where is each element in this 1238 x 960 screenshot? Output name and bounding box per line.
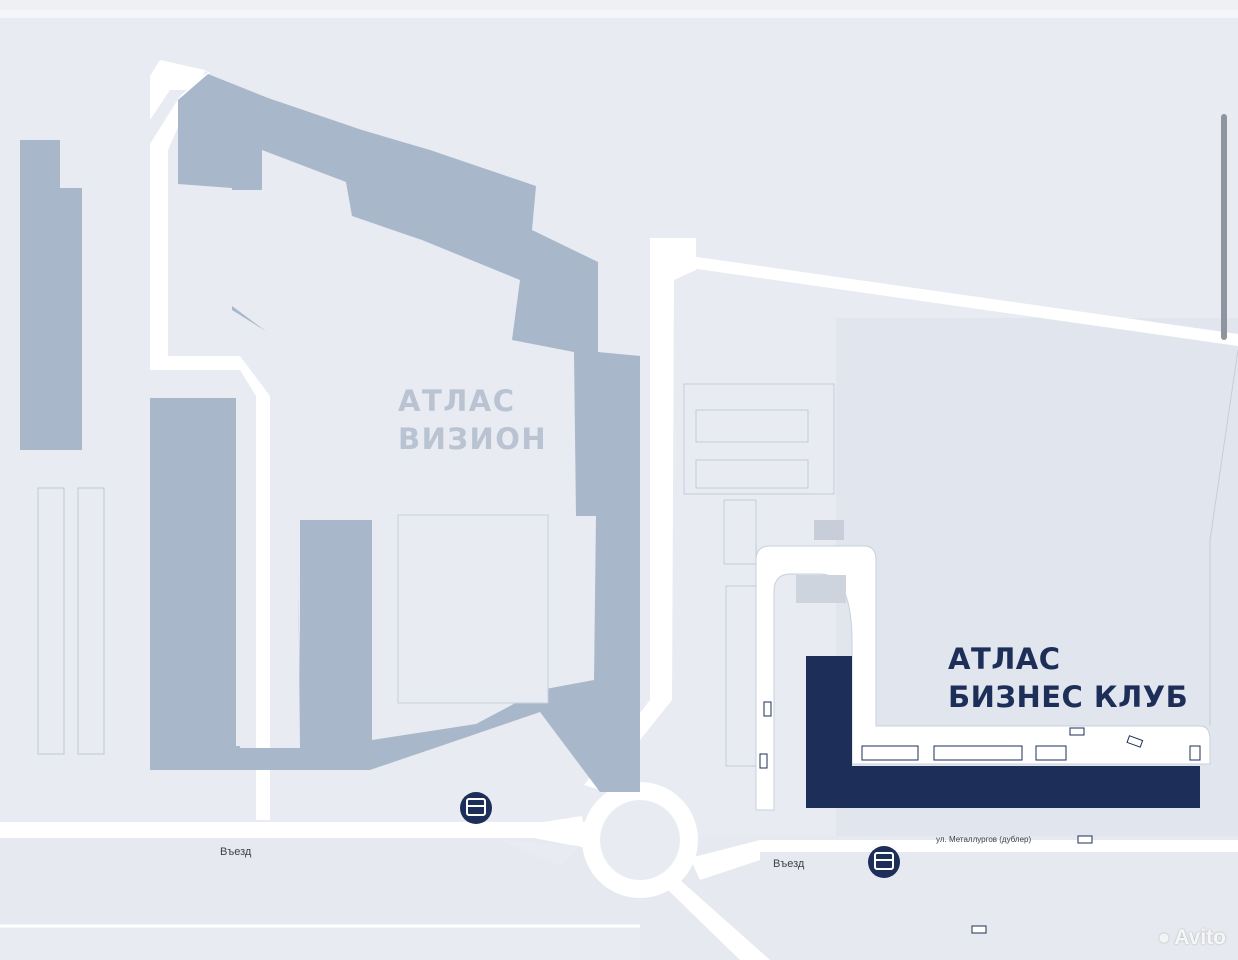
watermark: ●Avito	[1158, 926, 1226, 950]
avito-logo-icon: ●	[1157, 926, 1171, 949]
building-far-left	[20, 140, 82, 450]
pedestrian-path-left	[150, 60, 270, 820]
vision-title-line1: АТЛАС	[398, 384, 516, 418]
bus-stop-icon-right	[868, 846, 900, 878]
club-title-line1: АТЛАС	[948, 642, 1061, 676]
vision-title: АТЛАС ВИЗИОН	[398, 382, 547, 458]
road-lower-right	[640, 836, 1238, 960]
entrance-label-right: Въезд	[773, 858, 805, 870]
bus-stop-icon-left	[460, 792, 492, 824]
roundabout-island	[600, 800, 680, 880]
road-diagonal	[690, 256, 1238, 346]
street-label: ул. Металлургов (дублер)	[936, 835, 1032, 844]
entrance-label-left: Въезд	[220, 846, 252, 858]
club-title-line2: БИЗНЕС КЛУБ	[948, 680, 1189, 714]
top-strip	[0, 0, 1238, 10]
vision-title-line2: ВИЗИОН	[398, 422, 548, 456]
vision-inner-block	[397, 514, 549, 704]
car-icon	[759, 701, 1144, 934]
parking-lot-sign	[796, 575, 846, 603]
road-main	[0, 822, 640, 838]
club-parking-bays	[861, 745, 1201, 761]
parking-left	[37, 487, 105, 755]
service-building	[814, 520, 844, 540]
road-vertical	[584, 238, 696, 790]
building-atlas-business-club	[806, 656, 1200, 808]
walkway-right	[1209, 349, 1238, 726]
scrollbar-thumb[interactable]	[1221, 114, 1227, 340]
club-title: АТЛАС БИЗНЕС КЛУБ	[948, 640, 1188, 716]
access-loop-road	[755, 545, 1211, 811]
watermark-text: Avito	[1174, 926, 1226, 949]
